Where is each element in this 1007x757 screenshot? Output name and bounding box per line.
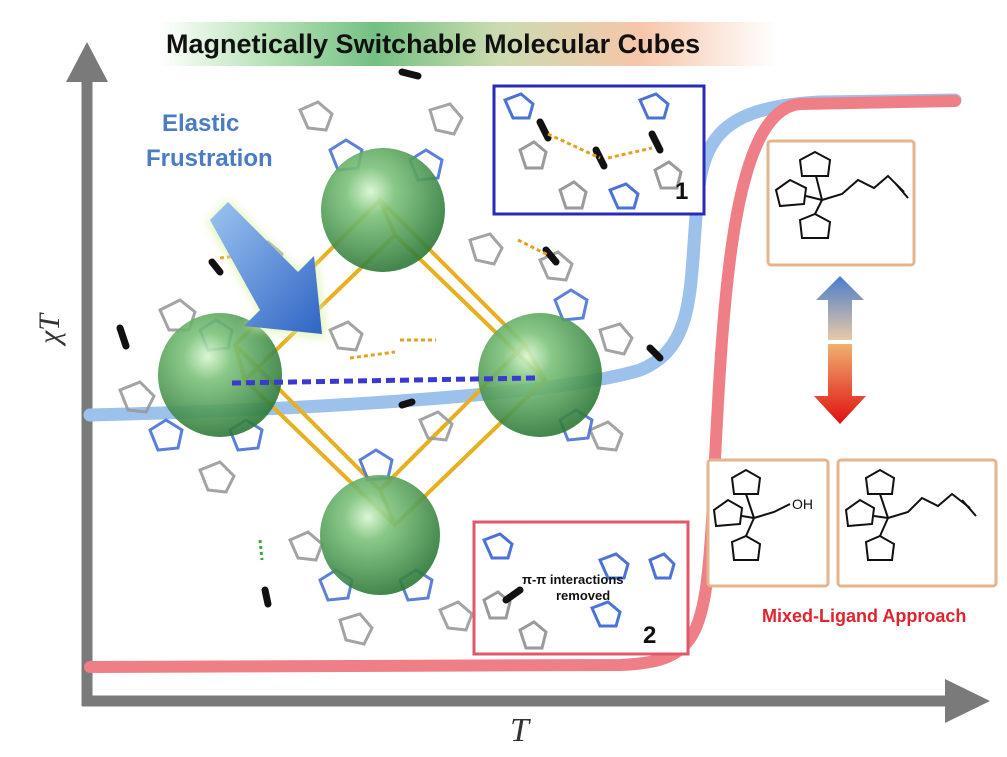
y-axis-label-t: T: [33, 314, 66, 331]
inset-2: [472, 520, 690, 656]
axes: [66, 42, 990, 723]
ligand-box-top: [766, 139, 916, 267]
y-axis-label-chi: χ: [33, 330, 66, 344]
mixed-ligand-label: Mixed-Ligand Approach: [762, 606, 967, 626]
frustration-dashed-line: [231, 375, 536, 386]
ligand-box-oh: [706, 458, 830, 588]
metal-sphere-left: [158, 313, 282, 437]
inset-1: [492, 84, 706, 216]
inset-1-number: 1: [675, 178, 689, 205]
y-axis-label: χT: [33, 299, 67, 359]
metal-sphere-right: [478, 313, 602, 437]
x-axis-arrowhead: [945, 679, 990, 723]
metal-sphere-bottom: [320, 475, 440, 595]
x-axis-label: T: [510, 712, 529, 749]
blue-diagonal-arrow-icon: [208, 200, 326, 338]
blue-spin-curve: [83, 93, 962, 422]
molecular-cube: [116, 68, 664, 646]
metal-sphere-top: [321, 148, 445, 272]
gradient-up-arrow-icon: [816, 276, 864, 340]
ligand-box-bottom: [836, 458, 998, 588]
pi-removed-label: removed: [556, 588, 611, 603]
inset-2-number: 2: [643, 622, 657, 649]
y-axis-arrowhead: [66, 42, 108, 82]
gradient-down-arrow-icon: [814, 344, 866, 424]
elastic-label-line1: Elastic: [162, 110, 240, 137]
oh-label: OH: [792, 496, 813, 512]
pi-interactions-label: π-π interactions: [522, 572, 624, 587]
figure-title: Magnetically Switchable Molecular Cubes: [160, 22, 776, 66]
elastic-label-line2: Frustration: [146, 145, 273, 172]
